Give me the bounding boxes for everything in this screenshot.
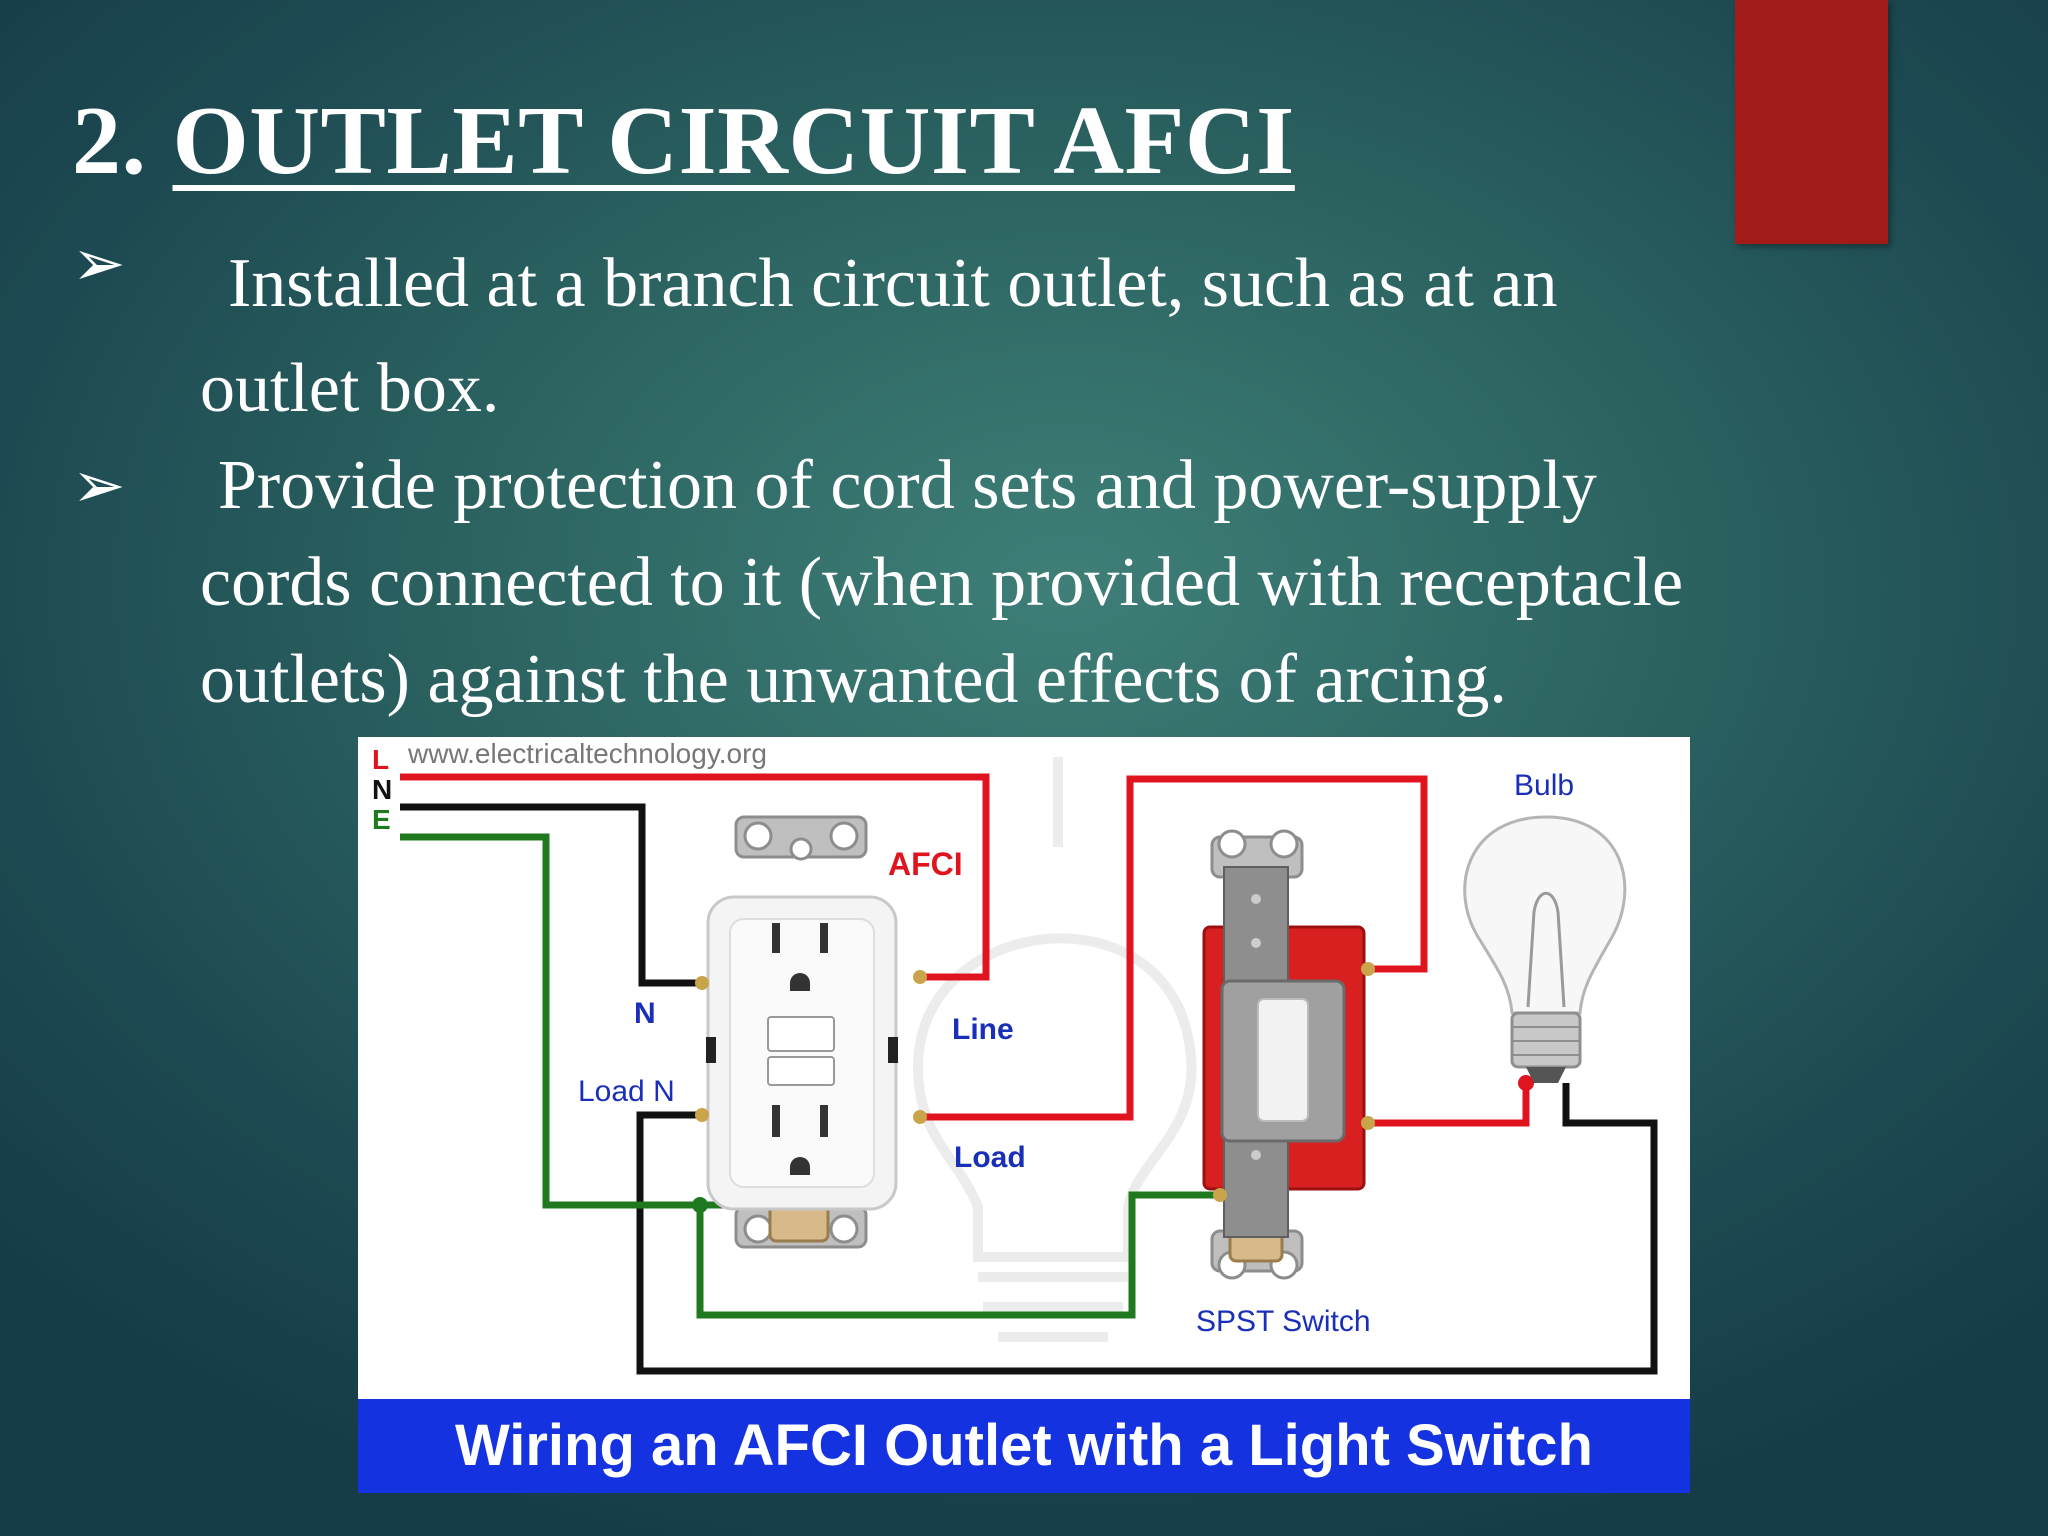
legend-e: E bbox=[372, 804, 391, 835]
bullet-2-line-2: cords connected to it (when provided wit… bbox=[200, 544, 1684, 621]
earth-junction-dot bbox=[692, 1197, 708, 1213]
watermark-bulb-icon bbox=[912, 757, 1197, 1342]
afci-label: AFCI bbox=[888, 846, 963, 882]
n-terminal-label: N bbox=[634, 997, 656, 1030]
wiring-diagram-drawing: www.electricaltechnology.org L N E bbox=[372, 738, 1658, 1375]
line-terminal-label: Line bbox=[952, 1013, 1014, 1046]
afci-outlet bbox=[695, 815, 927, 1249]
bullet-1-line-1: Installed at a branch circuit outlet, su… bbox=[228, 245, 1558, 322]
arrow-bullet-icon: ➢ bbox=[72, 449, 126, 523]
load-terminal-label: Load bbox=[954, 1141, 1026, 1174]
bullet-2-line-3: outlets) against the unwanted effects of… bbox=[200, 641, 1507, 718]
neutral-wires bbox=[400, 803, 1658, 1375]
diagram-caption: Wiring an AFCI Outlet with a Light Switc… bbox=[455, 1413, 1593, 1478]
spst-switch bbox=[1202, 829, 1375, 1280]
red-accent-tab bbox=[1735, 0, 1888, 244]
bullet-1-line-2: outlet box. bbox=[200, 350, 500, 427]
title-number: 2. bbox=[72, 87, 147, 195]
live-junction-dot bbox=[1518, 1075, 1534, 1091]
earth-wires bbox=[400, 833, 1220, 1319]
live-wires bbox=[400, 773, 1530, 1127]
bulb-label: Bulb bbox=[1514, 769, 1574, 802]
legend-l: L bbox=[372, 744, 389, 775]
caption-bar bbox=[358, 1399, 1690, 1493]
slide-title: 2.OUTLET CIRCUIT AFCI bbox=[72, 92, 1295, 190]
title-text: OUTLET CIRCUIT AFCI bbox=[172, 87, 1295, 195]
wiring-diagram: www.electricaltechnology.org L N E bbox=[358, 737, 1690, 1493]
spst-switch-label: SPST Switch bbox=[1196, 1305, 1371, 1338]
light-bulb-icon bbox=[1463, 815, 1627, 1083]
load-n-terminal-label: Load N bbox=[578, 1075, 675, 1108]
watermark-url: www.electricaltechnology.org bbox=[407, 738, 767, 769]
bullet-2-line-1: Provide protection of cord sets and powe… bbox=[218, 447, 1597, 524]
legend-n: N bbox=[372, 774, 392, 805]
arrow-bullet-icon: ➢ bbox=[72, 227, 126, 301]
